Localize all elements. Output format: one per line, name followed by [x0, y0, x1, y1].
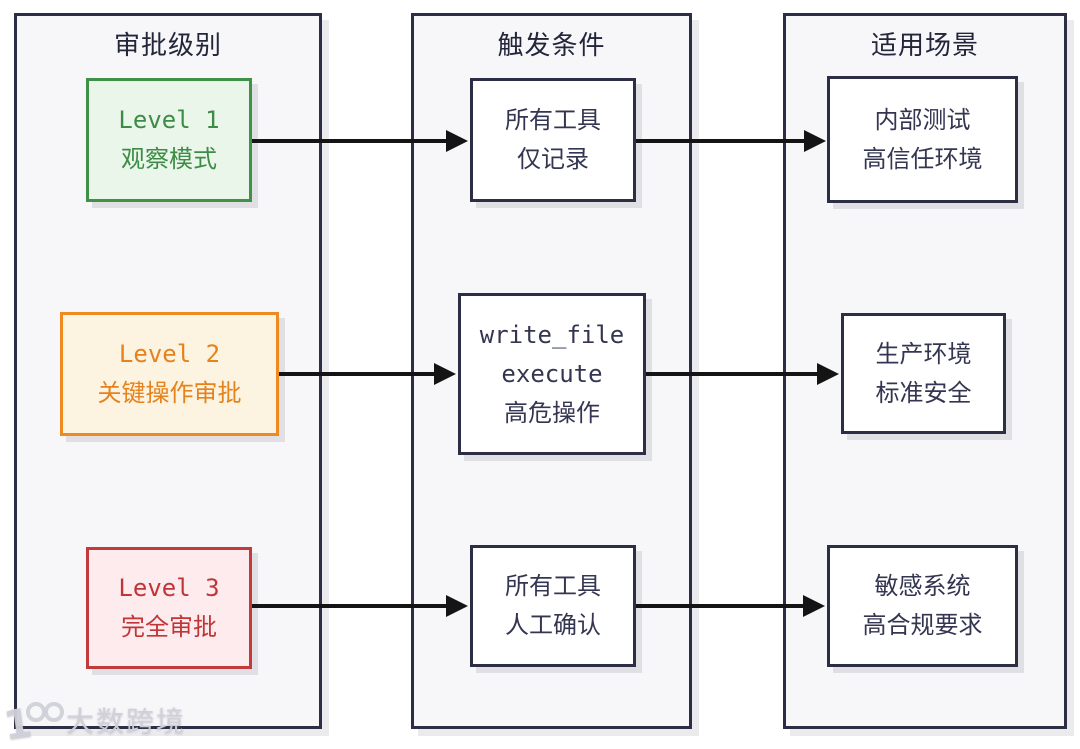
arrow-level1-to-trigger: [252, 130, 468, 152]
node-trigger-level-3: 所有工具 人工确认: [470, 545, 636, 667]
arrow-head-icon: [804, 130, 826, 152]
node-scenario-level-3-line-2: 高合规要求: [862, 612, 983, 639]
arrow-level2-to-trigger: [279, 363, 456, 385]
node-trigger-level-1-line-1: 所有工具: [505, 107, 601, 134]
watermark: 1 大数跨境: [1, 698, 187, 749]
node-level-3-title: Level 3: [118, 574, 220, 602]
node-scenario-level-3: 敏感系统 高合规要求: [827, 545, 1018, 667]
lane-header-approval-level: 审批级别: [113, 30, 222, 60]
node-trigger-level-3-line-1: 所有工具: [505, 573, 601, 600]
node-level-2: Level 2 关键操作审批: [60, 312, 279, 436]
watermark-text: 大数跨境: [66, 706, 187, 737]
arrow-shaft: [279, 372, 436, 376]
node-level-1-title: Level 1: [118, 106, 220, 134]
node-trigger-level-3-line-2: 人工确认: [505, 612, 601, 639]
arrow-level3-to-trigger: [252, 595, 468, 617]
arrow-shaft: [252, 139, 448, 143]
arrow-shaft: [636, 139, 806, 143]
node-level-3-subtitle: 完全审批: [121, 614, 217, 641]
node-trigger-level-2-line-1: write_file: [479, 320, 625, 349]
node-trigger-level-2: write_file execute 高危操作: [458, 293, 646, 455]
watermark-logo-icon: 1: [1, 698, 66, 749]
node-scenario-level-2-line-2: 标准安全: [875, 379, 972, 407]
arrow-shaft: [636, 604, 805, 608]
lane-header-trigger-conditions: 触发条件: [497, 30, 606, 60]
arrow-shaft: [646, 372, 819, 376]
node-level-2-title: Level 2: [118, 340, 221, 368]
node-scenario-level-1-line-1: 内部测试: [874, 106, 971, 134]
node-trigger-level-1: 所有工具 仅记录: [470, 78, 636, 202]
arrow-head-icon: [446, 130, 468, 152]
node-scenario-level-2-line-1: 生产环境: [875, 340, 972, 368]
node-scenario-level-1-line-2: 高信任环境: [862, 145, 983, 173]
node-level-3: Level 3 完全审批: [86, 547, 252, 669]
arrow-trigger1-to-scenario: [636, 130, 826, 152]
arrow-head-icon: [446, 595, 468, 617]
arrow-shaft: [252, 604, 448, 608]
arrow-head-icon: [434, 363, 456, 385]
node-scenario-level-2: 生产环境 标准安全: [841, 313, 1006, 434]
arrow-trigger2-to-scenario: [646, 363, 839, 385]
node-scenario-level-1: 内部测试 高信任环境: [827, 76, 1018, 203]
node-scenario-level-3-line-1: 敏感系统: [874, 573, 971, 600]
node-trigger-level-2-line-3: 高危操作: [504, 399, 600, 427]
node-level-1-subtitle: 观察模式: [121, 146, 217, 173]
node-level-2-subtitle: 关键操作审批: [97, 380, 242, 407]
node-level-1: Level 1 观察模式: [86, 78, 252, 202]
arrow-head-icon: [803, 595, 825, 617]
arrow-head-icon: [817, 363, 839, 385]
node-trigger-level-1-line-2: 仅记录: [517, 146, 589, 173]
node-trigger-level-2-line-2: execute: [501, 359, 603, 388]
lane-header-applicable-scenarios: 适用场景: [870, 30, 979, 60]
arrow-trigger3-to-scenario: [636, 595, 825, 617]
